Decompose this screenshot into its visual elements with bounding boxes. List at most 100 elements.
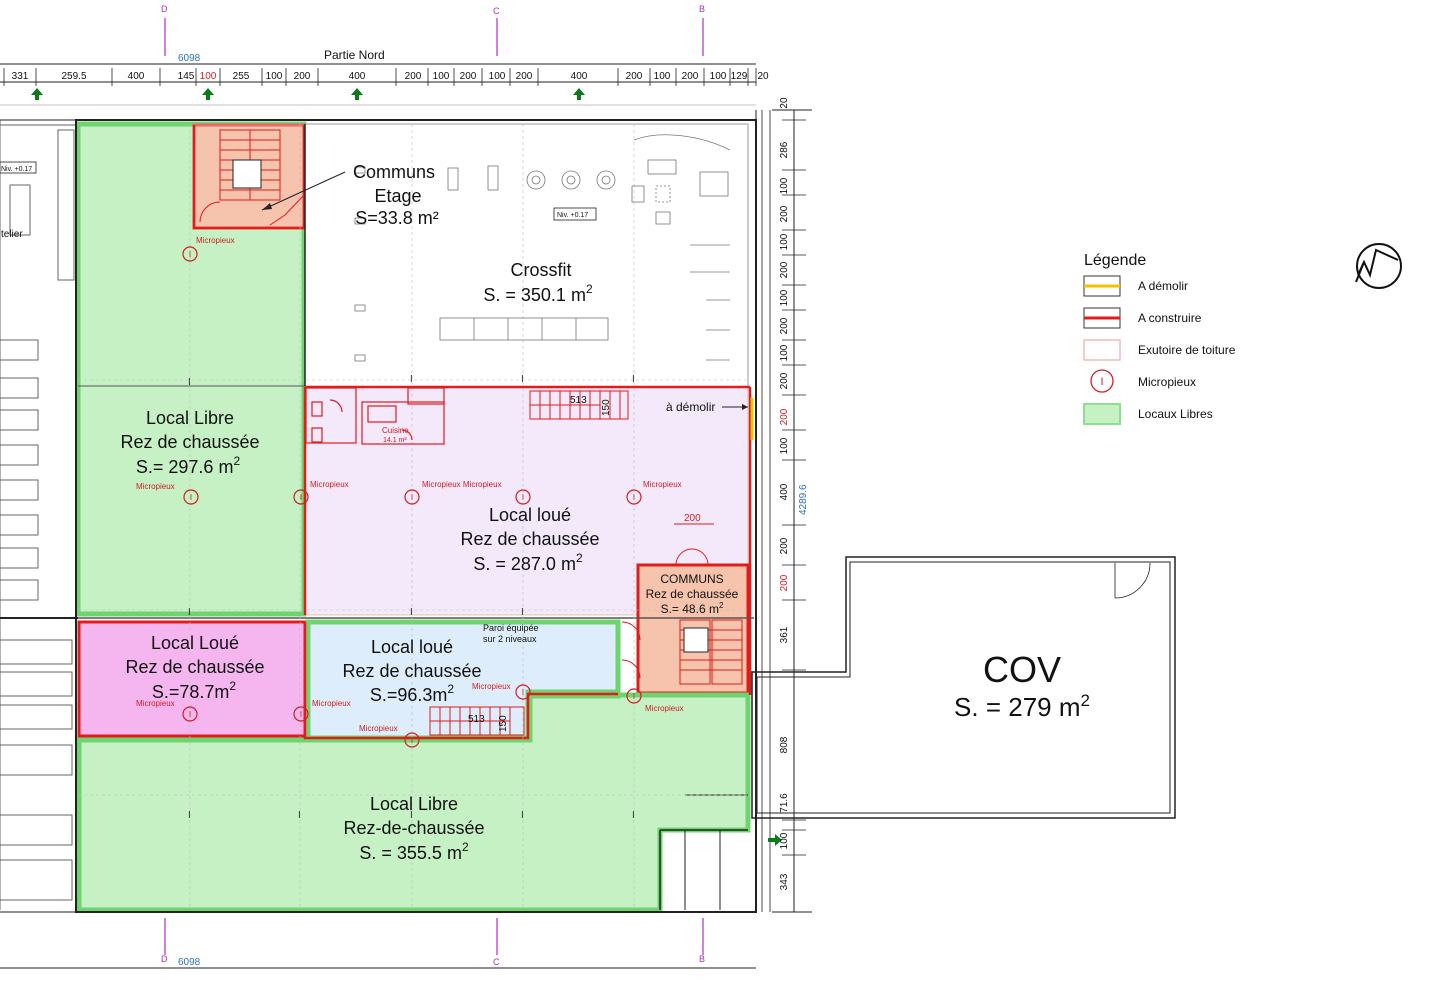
svg-text:Niv. +0.17: Niv. +0.17 (557, 212, 588, 219)
cov-area: S. = 279 m2 (954, 691, 1090, 722)
top-dim-label: 100 (654, 71, 671, 82)
right-dim-label: 400 (779, 483, 790, 500)
local-libre-355-sub: Rez-de-chaussée (343, 818, 484, 838)
local-libre-297-area: S.= 297.6 m2 (136, 454, 241, 477)
grid-total-right: 4289.6 (798, 484, 809, 515)
svg-text:I: I (522, 493, 524, 502)
left-adjacent-building (0, 120, 78, 910)
local-loue-287-sub: Rez de chaussée (460, 529, 599, 549)
svg-text:I: I (521, 374, 524, 385)
micropieux-label: Micropieux (472, 682, 511, 691)
structural-grid (78, 124, 750, 910)
legend-label: Locaux Libres (1138, 407, 1213, 421)
right-dim-label: 100 (779, 437, 790, 454)
right-dim-label: 100 (779, 233, 790, 250)
wc-kitchen-block (305, 387, 445, 445)
micropieu-marker: I Micropieux (359, 724, 420, 748)
top-dim-label: 200 (405, 71, 422, 82)
stair-513-b: 513 (468, 714, 485, 725)
micropieu-marker: I (515, 489, 531, 505)
svg-text:I: I (411, 736, 413, 745)
local-loue-96-area: S.=96.3m2 (370, 682, 455, 705)
axis-marker-top-left: D (161, 4, 168, 14)
stair-150-a: 150 (601, 399, 612, 416)
micropieux-label: Micropieux (136, 699, 175, 708)
top-dim-label: 331 (12, 71, 29, 82)
svg-text:I: I (188, 377, 191, 388)
svg-text:I: I (410, 607, 413, 618)
micropieux-label: Micropieux (359, 724, 398, 733)
right-dim-label: 100 (779, 177, 790, 194)
stair-north (529, 390, 629, 420)
stair-513-a: 513 (570, 395, 587, 406)
building-walls (0, 110, 771, 913)
crossfit-equipment (354, 134, 731, 362)
micropieux-pair-label: Micropieux Micropieux (422, 480, 502, 489)
door-dim-200: 200 (684, 513, 701, 524)
grid-total-bottom: 6098 (178, 957, 201, 968)
room-fills (75, 121, 751, 913)
right-dim-label: 808 (779, 736, 790, 753)
local-libre-297-sub: Rez de chaussée (120, 432, 259, 452)
cuisine-area: 14.1 m² (383, 437, 407, 444)
top-dim-label: 200 (682, 71, 699, 82)
legend-item: Locaux Libres (1083, 403, 1213, 425)
legend-label: A démolir (1138, 279, 1188, 293)
top-dim-label: 200 (294, 71, 311, 82)
micropieu-marker: I Micropieux (136, 482, 199, 505)
right-dim-label: 100 (779, 344, 790, 361)
legend-swatch (1083, 403, 1121, 425)
axis-marker-bottom-right: B (699, 954, 705, 964)
axis-marker-top-center: C (493, 6, 500, 16)
svg-text:I: I (190, 493, 192, 502)
stair-communs-etage (199, 129, 305, 226)
right-dim-label: 200 (779, 372, 790, 389)
right-dim-label: 200 (779, 574, 790, 591)
right-dim-label: 200 (779, 205, 790, 222)
top-dim-label: 200 (460, 71, 477, 82)
micropieux-label: Micropieux (136, 482, 175, 491)
top-dim-label: 100 (710, 71, 727, 82)
cov-name: COV (983, 649, 1061, 690)
local-libre-355-area: S. = 355.5 m2 (359, 840, 469, 863)
right-dim-label: 286 (779, 141, 790, 158)
communs-etage-sub: Etage (374, 186, 421, 206)
stair-150-b: 150 (498, 715, 509, 732)
svg-text:I: I (632, 374, 635, 385)
svg-text:I: I (522, 688, 524, 697)
communs-etage-arrow (262, 203, 272, 210)
svg-text:I: I (521, 607, 524, 618)
niv-center-tag: Niv. +0.17 (553, 207, 597, 221)
right-dim-label: 200 (779, 537, 790, 554)
micropieux-label: Micropieux (196, 236, 235, 245)
crossfit-area: S. = 350.1 m2 (483, 282, 593, 305)
top-dim-label: 200 (516, 71, 533, 82)
paroi-line1: Paroi équipée (483, 623, 539, 633)
local-loue-78-sub: Rez de chaussée (125, 657, 264, 677)
top-dim-label: 400 (128, 71, 145, 82)
room-local-libre-297 (75, 121, 307, 617)
top-dim-label: 129 (731, 71, 748, 82)
communs-etage-leader (261, 171, 346, 211)
room-crossfit (304, 123, 749, 388)
top-dim-label: 20 (757, 71, 769, 82)
communs-rdc-area: S.= 48.6 m2 (661, 601, 724, 616)
right-dim-label: 361 (779, 626, 790, 643)
top-dim-label: 255 (233, 71, 250, 82)
svg-text:I: I (633, 493, 635, 502)
paroi-line2: sur 2 niveaux (483, 634, 537, 644)
room-labels: Communs Etage S=33.8 m² Crossfit S. = 35… (120, 162, 738, 863)
svg-text:I: I (188, 607, 191, 618)
grid-total-top: 6098 (178, 53, 201, 64)
axis-marker-bottom-left: D (161, 954, 168, 964)
